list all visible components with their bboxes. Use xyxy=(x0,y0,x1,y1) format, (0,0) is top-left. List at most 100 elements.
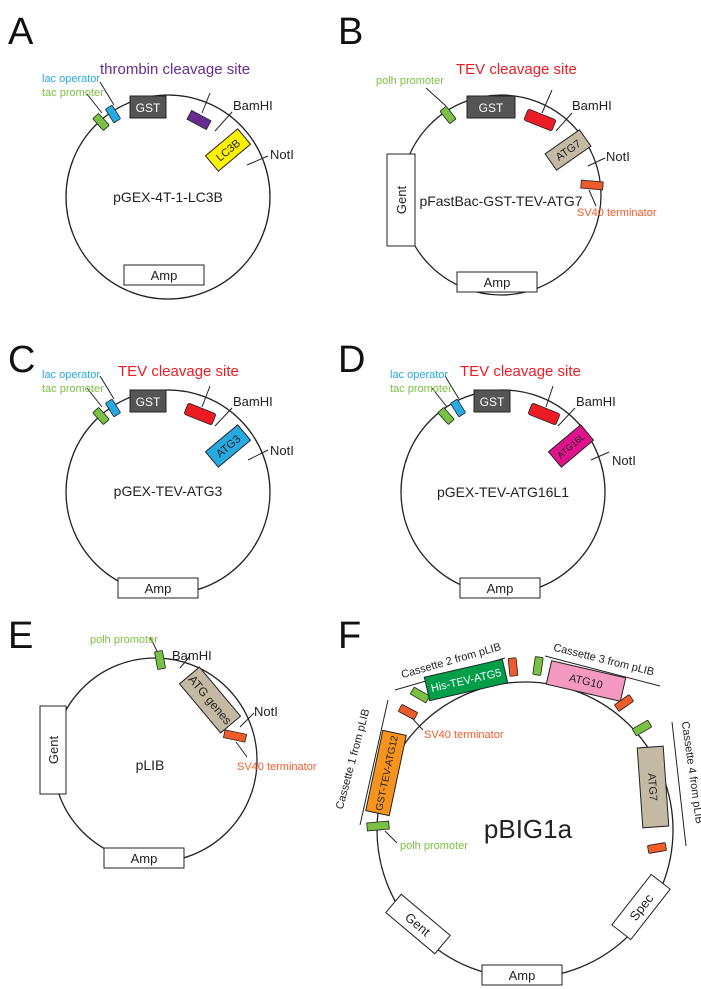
noti-label: NotI xyxy=(270,147,294,162)
tac-promoter-label: tac promoter xyxy=(390,383,452,395)
tev-cleavage-label: TEV cleavage site xyxy=(460,363,581,380)
leader-line xyxy=(235,741,248,758)
sv40-terminator-label: SV40 terminator xyxy=(577,207,657,219)
panel-e: E polh promoter BamHI ATG genes NotI SV4… xyxy=(8,615,317,869)
leader-line xyxy=(588,189,597,207)
bamhi-leader xyxy=(214,111,233,132)
leader-line xyxy=(86,387,103,408)
amp-box-d xyxy=(459,577,541,599)
noti-label: NotI xyxy=(606,149,630,164)
amp-label: Amp xyxy=(151,268,178,283)
tac-promoter-label: tac promoter xyxy=(42,87,104,99)
noti-leader xyxy=(247,449,269,461)
gst-label: GST xyxy=(136,101,161,115)
panel-letter-c: C xyxy=(8,339,35,381)
tev-cleavage-label: TEV cleavage site xyxy=(118,363,239,380)
atg7-box-b xyxy=(544,129,592,171)
tac-promoter-c xyxy=(92,407,110,425)
leader-line xyxy=(201,385,211,408)
noti-label: NotI xyxy=(612,453,636,468)
noti-label: NotI xyxy=(270,443,294,458)
amp-box-f xyxy=(481,964,563,986)
tev-cleavage-label: TEV cleavage site xyxy=(456,61,577,78)
sv40-terminator-e xyxy=(222,729,248,743)
gent-label: Gent xyxy=(394,186,409,215)
gst-box-c xyxy=(129,389,167,413)
polh-promoter-label: polh promoter xyxy=(376,75,444,87)
gent-box-f xyxy=(385,893,451,955)
gent-box-e xyxy=(39,705,67,795)
bamhi-label: BamHI xyxy=(233,394,273,409)
cassette-bracket xyxy=(671,721,687,847)
panel-b: B polh promoter GST TEV cleavage site AT… xyxy=(338,11,657,296)
amp-label: Amp xyxy=(509,968,536,983)
leader-line xyxy=(545,385,554,408)
gst-box-d xyxy=(473,389,511,413)
plasmid-name-f: pBIG1a xyxy=(484,814,573,844)
atg10-box xyxy=(545,660,627,702)
cassette-bracket xyxy=(359,699,389,826)
bamhi-label: BamHI xyxy=(576,394,616,409)
panel-letter-f: F xyxy=(338,615,361,657)
amp-label: Amp xyxy=(131,851,158,866)
lac-operator-c xyxy=(105,399,121,417)
lac-operator-a xyxy=(105,105,121,123)
leader-line xyxy=(411,717,424,731)
leader-line xyxy=(99,375,115,400)
polh-promoter-f2 xyxy=(410,687,430,703)
tev-site-box xyxy=(524,109,556,131)
thrombin-cleavage-label: thrombin cleavage site xyxy=(100,61,250,78)
gst-label: GST xyxy=(136,395,161,409)
lac-operator-label: lac operator xyxy=(42,73,100,85)
plasmid-name-c: pGEX-TEV-ATG3 xyxy=(114,483,223,499)
bamhi-label: BamHI xyxy=(233,98,273,113)
polh-promoter-e xyxy=(154,650,166,670)
gst-label: GST xyxy=(479,101,504,115)
bamhi-label: BamHI xyxy=(572,98,612,113)
atg5-box xyxy=(423,658,509,702)
polh-promoter-f xyxy=(366,820,390,832)
tev-site-box xyxy=(184,403,216,425)
lac-operator-label: lac operator xyxy=(390,369,448,381)
amp-label: Amp xyxy=(484,275,511,290)
gst-label: GST xyxy=(480,395,505,409)
polh-promoter-f4 xyxy=(632,720,652,736)
bamhi-leader xyxy=(214,407,233,427)
panel-a: A lac operator tac promoter GST thrombin… xyxy=(8,11,294,300)
lac-operator-label: lac operator xyxy=(42,369,100,381)
panel-letter-a: A xyxy=(8,11,34,53)
leader-line xyxy=(444,375,460,400)
polh-promoter-label: polh promoter xyxy=(90,634,158,646)
noti-leader xyxy=(239,712,255,728)
sv40-terminator-label: SV40 terminator xyxy=(424,729,504,741)
polh-promoter-label: polh promoter xyxy=(400,840,468,852)
panel-c: C lac operator tac promoter GST TEV clea… xyxy=(8,339,294,599)
leader-line xyxy=(99,81,115,106)
plasmid-name-e: pLIB xyxy=(136,757,165,773)
atg7-box-f xyxy=(636,745,670,829)
polh-promoter-b xyxy=(439,106,457,124)
bamhi-leader xyxy=(179,655,191,669)
atg3-box xyxy=(204,424,252,468)
noti-leader xyxy=(246,155,269,166)
amp-box-b xyxy=(456,271,538,293)
leader-line xyxy=(201,92,211,114)
sv40-terminator-f3 xyxy=(614,694,634,712)
panel-letter-d: D xyxy=(338,339,365,381)
gst-box-b xyxy=(466,95,516,119)
sv40-terminator-f1 xyxy=(398,704,418,720)
noti-label: NotI xyxy=(254,704,278,719)
leader-line xyxy=(541,89,553,114)
tev-site-box xyxy=(528,403,560,425)
spec-box xyxy=(611,873,671,941)
tac-promoter-d xyxy=(437,407,455,425)
gst-box-a xyxy=(129,95,167,119)
plasmid-name-b: pFastBac-GST-TEV-ATG7 xyxy=(419,193,582,209)
gent-box-b xyxy=(386,153,416,247)
amp-box-c xyxy=(117,577,199,599)
sv40-terminator-b xyxy=(580,179,604,191)
leader-line xyxy=(384,830,398,844)
atg-genes-box xyxy=(178,666,242,734)
panel-letter-b: B xyxy=(338,11,363,53)
